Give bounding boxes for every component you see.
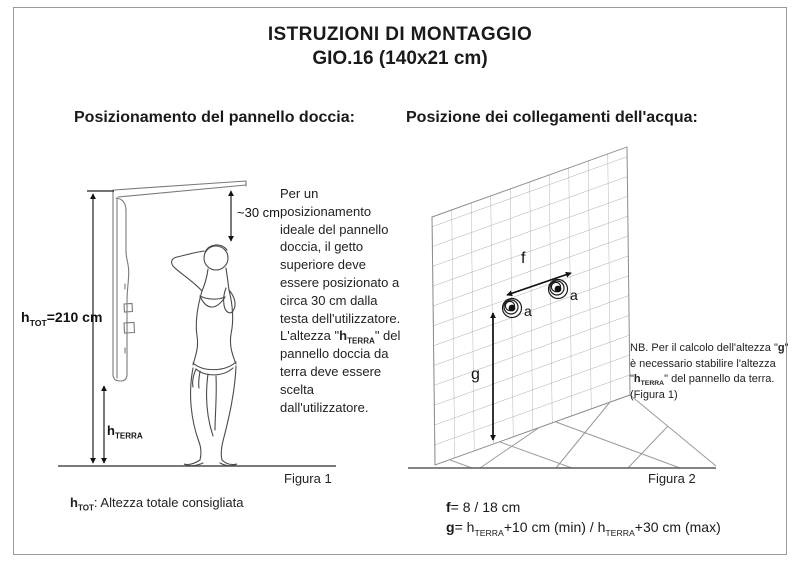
h-tot-subscript: TOT <box>29 317 47 328</box>
paragraph-part1: Per un posizionamento ideale del pannell… <box>280 186 401 344</box>
h-terra-subscript: TERRA <box>114 431 143 441</box>
title-line1: ISTRUZIONI DI MONTAGGIO <box>267 24 533 45</box>
paragraph-h-subscript: TERRA <box>347 336 375 346</box>
page-border <box>13 7 787 555</box>
footnote-h-subscript: TOT <box>77 503 94 513</box>
h-tot-symbol: h <box>21 309 30 325</box>
formula-g-h1: h <box>466 519 475 535</box>
footnote-text: : Altezza totale consigliata <box>93 495 244 510</box>
figure1-footnote: hTOT: Altezza totale consigliata <box>70 495 244 513</box>
positioning-paragraph: Per un posizionamento ideale del pannell… <box>280 185 406 416</box>
formula-g-sub2: TERRA <box>605 527 635 538</box>
formula-g-eq: = <box>454 519 467 535</box>
formula-g-mid2: +30 cm (max) <box>634 519 721 535</box>
g-dimension-label: g <box>471 366 480 383</box>
formula-g: g= hTERRA+10 cm (min) / hTERRA+30 cm (ma… <box>446 517 721 537</box>
h-terra-symbol: h <box>107 423 115 438</box>
note-h-symbol: h <box>633 373 641 385</box>
nb-note: NB. Per il calcolo dell'altezza "g" è ne… <box>630 341 794 403</box>
note-h-subscript: TERRA <box>640 380 665 388</box>
dimension-30cm-label: ~30 cm <box>237 205 280 220</box>
footnote-h-symbol: h <box>70 495 78 510</box>
formulas-block: f= 8 / 18 cm g= hTERRA+10 cm (min) / hTE… <box>446 497 721 537</box>
h-terra-dimension-label: hTERRA <box>107 423 143 441</box>
connection-a2-label: a <box>570 287 578 303</box>
note-part1: NB. Per il calcolo dell'altezza " <box>630 342 778 354</box>
h-tot-value: =210 cm <box>46 309 103 325</box>
formula-f: f= 8 / 18 cm <box>446 497 721 517</box>
paragraph-h-symbol: h <box>339 328 348 344</box>
figure2-caption: Figura 2 <box>648 471 696 486</box>
formula-g-symbol: g <box>446 519 455 535</box>
note-g-symbol: g <box>777 342 785 354</box>
figure2-heading: Posizione dei collegamenti dell'acqua: <box>406 109 698 126</box>
note-part2: " è necessario stabilire l'altezza " <box>630 342 789 385</box>
formula-g-sub1: TERRA <box>474 527 504 538</box>
title-line2: GIO.16 (140x21 cm) <box>312 48 488 69</box>
formula-f-symbol: f <box>446 499 451 515</box>
connection-a1-label: a <box>524 303 532 319</box>
f-dimension-label: f <box>521 250 526 267</box>
formula-g-h2: h <box>597 519 606 535</box>
paragraph-part2: " del pannello doccia da terra deve esse… <box>280 328 401 415</box>
formula-g-mid1: +10 cm (min) / <box>503 519 598 535</box>
formula-f-value: = 8 / 18 cm <box>450 499 521 515</box>
figure1-caption: Figura 1 <box>284 471 332 486</box>
page-title: ISTRUZIONI DI MONTAGGIO GIO.16 (140x21 c… <box>0 23 800 71</box>
h-tot-dimension-label: hTOT=210 cm <box>21 309 103 328</box>
figure1-heading: Posizionamento del pannello doccia: <box>74 109 355 126</box>
